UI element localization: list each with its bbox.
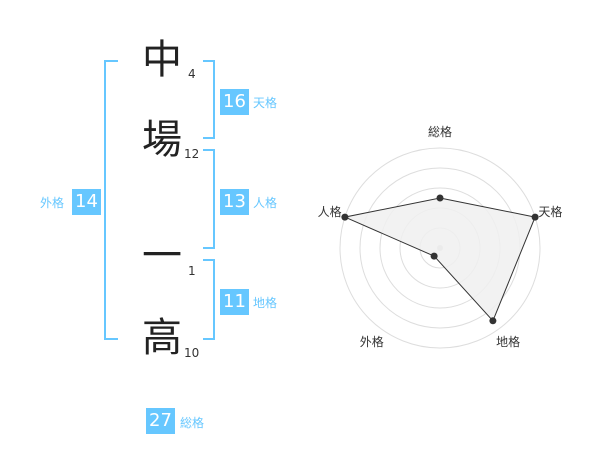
radar-axis-label-2: 天格 — [538, 204, 562, 219]
name-char-4: 高 — [142, 315, 182, 361]
gaikaku-label: 外格 — [40, 196, 65, 210]
name-char-3: 一 — [142, 233, 182, 279]
tenkaku-label: 天格 — [253, 96, 278, 110]
radar-axis-label-3: 地格 — [496, 334, 520, 349]
stroke-count-4: 10 — [184, 346, 200, 360]
radar-point-2 — [531, 213, 539, 221]
radar-polygon — [343, 197, 536, 322]
chikaku-label: 地格 — [253, 296, 278, 310]
gaikaku-value: 14 — [72, 189, 101, 215]
jinkaku-value: 13 — [220, 189, 249, 215]
name-char-1: 中 — [142, 37, 182, 83]
jinkaku-label: 人格 — [253, 196, 278, 210]
gaikaku-bracket — [104, 60, 118, 340]
radar-point-1 — [436, 194, 444, 202]
radar-axis-label-5: 人格 — [318, 204, 342, 219]
tenkaku-bracket — [203, 60, 215, 139]
soukaku-value: 27 — [146, 408, 175, 434]
tenkaku-value: 16 — [220, 89, 249, 115]
jinkaku-bracket — [203, 149, 215, 249]
radar-ring-5 — [339, 147, 541, 349]
chikaku-bracket — [203, 259, 215, 340]
radar-point-3 — [489, 317, 497, 325]
radar-axis-label-1: 総格 — [428, 124, 452, 139]
radar-point-4 — [430, 252, 438, 260]
stroke-count-1: 4 — [188, 67, 196, 81]
radar-axis-label-4: 外格 — [360, 334, 384, 349]
soukaku-label: 総格 — [180, 416, 205, 430]
chikaku-value: 11 — [220, 289, 249, 315]
radar-point-5 — [341, 213, 349, 221]
stroke-count-3: 1 — [188, 264, 196, 278]
stroke-count-2: 12 — [184, 147, 200, 161]
name-char-2: 場 — [142, 117, 182, 163]
